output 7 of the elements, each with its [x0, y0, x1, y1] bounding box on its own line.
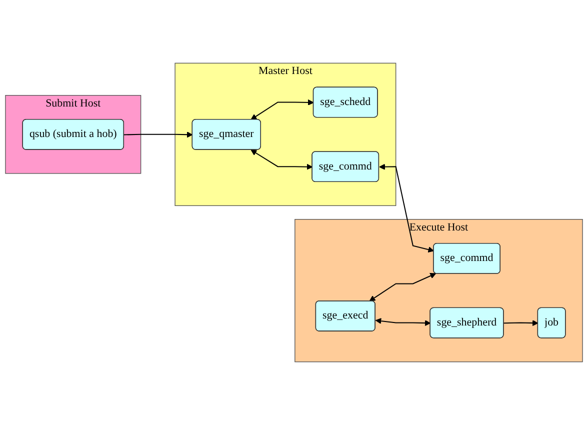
arrow	[504, 320, 538, 326]
arrow	[124, 132, 193, 138]
arrow	[369, 272, 436, 302]
arrow	[250, 99, 314, 120]
arrow	[250, 150, 313, 170]
arrow	[379, 164, 434, 252]
arrow	[375, 318, 431, 326]
